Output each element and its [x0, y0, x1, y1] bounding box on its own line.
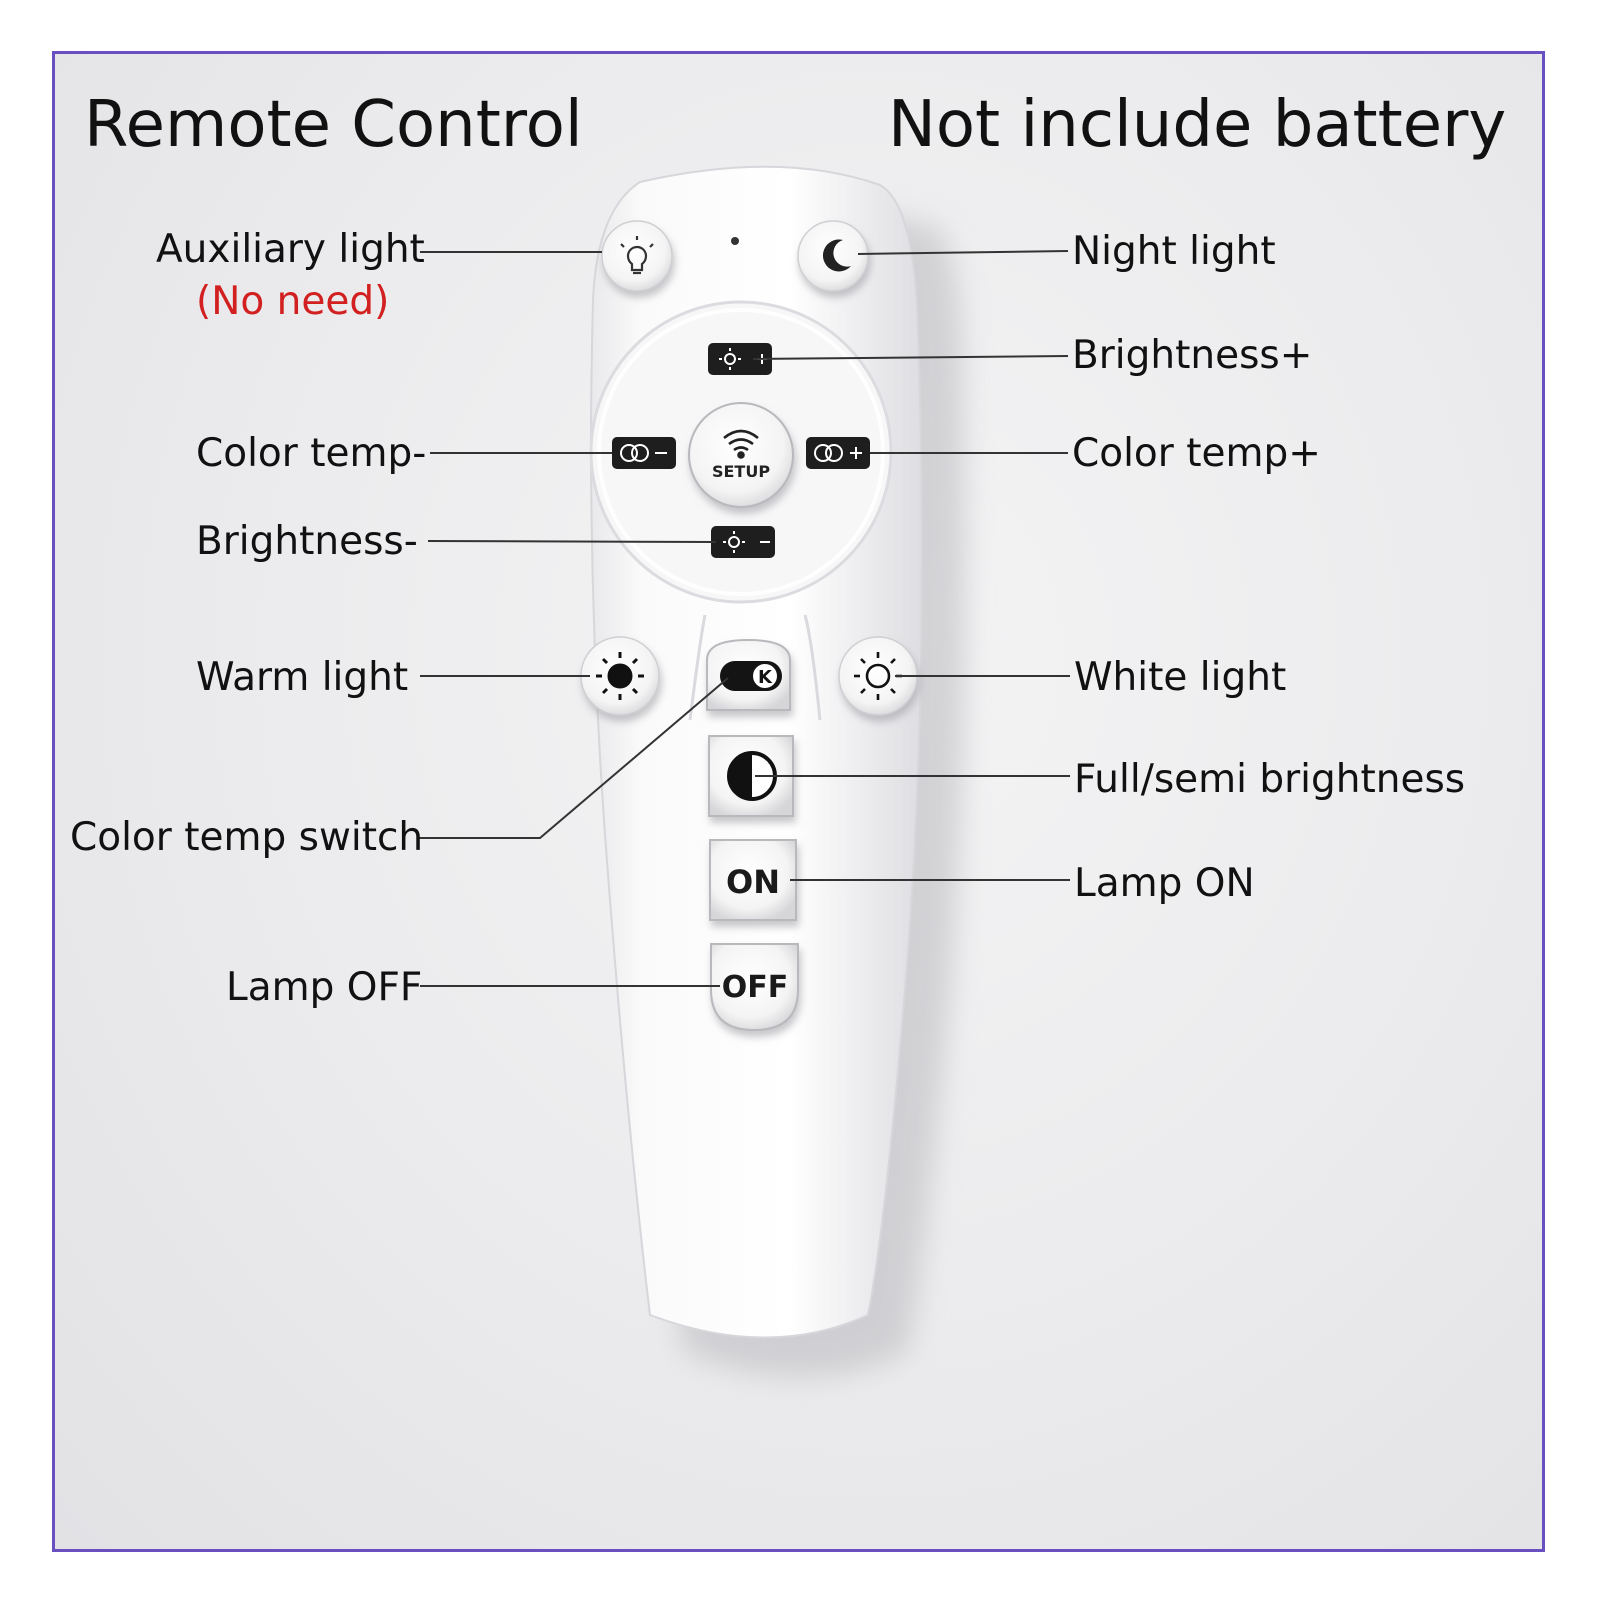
lamp-off-button[interactable] [710, 943, 799, 1032]
battery-note: Not include battery [888, 88, 1507, 162]
divider [688, 614, 822, 721]
leader-night [857, 250, 1069, 255]
bulb-icon [620, 236, 654, 275]
half-circle-icon [727, 751, 777, 801]
color-temp-minus-button[interactable] [612, 437, 676, 469]
sun-outline-icon [854, 652, 902, 700]
wifi-icon [723, 429, 759, 459]
page-title: Remote Control [84, 88, 583, 162]
off-label: OFF [722, 970, 789, 1005]
label-auxiliary-light: Auxiliary light [156, 227, 425, 272]
label-lamp-on: Lamp ON [1074, 861, 1255, 906]
label-brightness-plus: Brightness+ [1072, 333, 1313, 378]
leader-brightness-minus [427, 540, 717, 543]
k-toggle-icon: K [720, 661, 782, 691]
brightness-minus-button[interactable] [711, 526, 775, 558]
label-lamp-off: Lamp OFF [226, 965, 423, 1010]
svg-text:K: K [758, 667, 773, 688]
label-color-temp-minus: Color temp- [196, 431, 427, 476]
auxiliary-light-button[interactable] [601, 220, 673, 292]
lamp-on-button[interactable] [709, 839, 797, 921]
temp-minus-icon [620, 444, 667, 462]
sun-filled-icon [596, 652, 644, 700]
moon-icon [822, 239, 851, 272]
label-color-temp-switch: Color temp switch [70, 815, 424, 860]
setup-label: SETUP [712, 462, 770, 481]
label-warm-light: Warm light [196, 655, 409, 700]
label-night-light: Night light [1072, 229, 1276, 274]
sun-minus-icon [723, 531, 770, 553]
temp-plus-icon [814, 444, 862, 462]
label-full-semi-brightness: Full/semi brightness [1074, 757, 1466, 802]
ir-led [731, 237, 739, 245]
color-temp-plus-button[interactable] [806, 437, 870, 469]
label-color-temp-plus: Color temp+ [1072, 431, 1321, 476]
label-white-light: White light [1074, 655, 1287, 700]
leader-color-temp-switch [418, 677, 729, 839]
label-brightness-minus: Brightness- [196, 519, 418, 564]
label-auxiliary-note: (No need) [196, 279, 390, 324]
leader-brightness-plus [752, 355, 1069, 360]
on-label: ON [726, 863, 780, 901]
